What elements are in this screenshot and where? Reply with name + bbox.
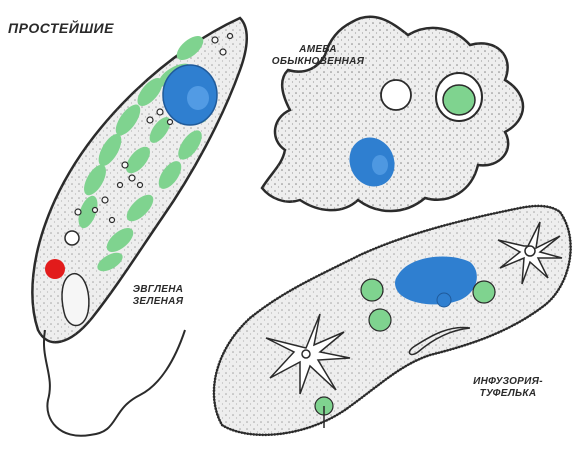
euglena (32, 18, 246, 436)
amoeba-label: АМЕБА ОБЫКНОВЕННАЯ (263, 44, 373, 68)
paramecium-label-line1: ИНФУЗОРИЯ- (458, 376, 558, 388)
euglena-reservoir (62, 274, 89, 326)
diagram-title: ПРОСТЕЙШИЕ (8, 22, 114, 34)
amoeba-label-line2: ОБЫКНОВЕННАЯ (263, 56, 373, 68)
paramecium-label-line2: ТУФЕЛЬКА (458, 388, 558, 400)
amoeba-food-vacuole (436, 73, 482, 121)
paramecium-label: ИНФУЗОРИЯ- ТУФЕЛЬКА (458, 376, 558, 400)
euglena-label: ЭВГЛЕНА ЗЕЛЕНАЯ (128, 284, 188, 308)
euglena-flagellum (44, 330, 185, 436)
amoeba-vacuole (381, 80, 411, 110)
euglena-nucleus (163, 65, 217, 125)
euglena-label-line2: ЗЕЛЕНАЯ (128, 296, 188, 308)
euglena-vacuole (65, 231, 79, 245)
paramecium (214, 206, 571, 435)
amoeba-label-line1: АМЕБА (263, 44, 373, 56)
euglena-eyespot (45, 259, 65, 279)
euglena-label-line1: ЭВГЛЕНА (128, 284, 188, 296)
